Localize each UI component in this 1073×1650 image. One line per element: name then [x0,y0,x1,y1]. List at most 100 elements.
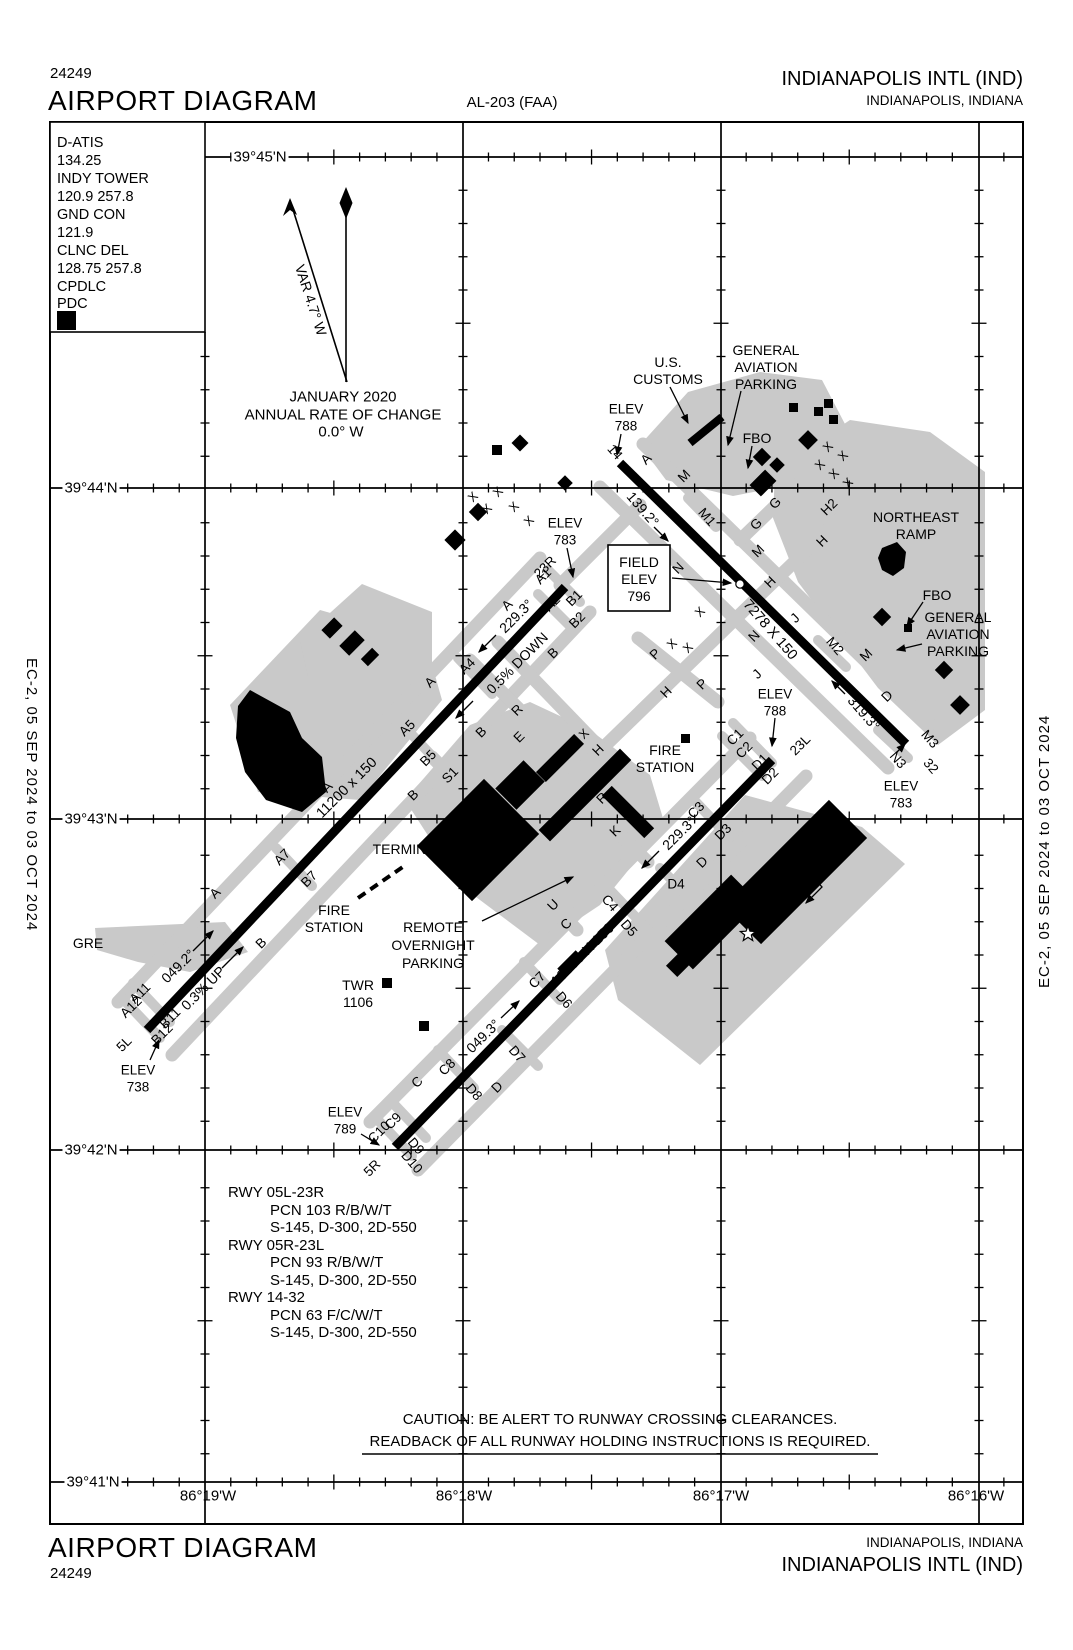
cargo-building [664,874,760,970]
facility-label: GENERAL [925,609,992,625]
taxiway-H2 [805,478,859,529]
runway-id: 14 [604,441,625,463]
taxiway-C [363,731,757,1129]
pavement-bar [687,413,725,447]
northwest-apron [300,584,432,702]
latitude-label: 39°45'N [233,149,286,166]
taxiway-S1 [425,750,475,800]
pdc-symbol: D [61,313,71,329]
latitude-label: 39°44'N [64,480,117,497]
runway-data-line: RWY 14-32 [228,1289,305,1306]
facility-label: PARKING [402,955,464,971]
taxiway-N [593,480,895,775]
closed-taxiway-mark: X [521,513,537,529]
latitude-label: 39°41'N [66,1474,119,1491]
facility-label: PARKING [927,643,989,659]
facility-label: CUSTOMS [633,371,703,387]
elevation-label: ELEV [884,779,919,794]
runway-data-line: S-145, D-300, 2D-550 [270,1272,417,1289]
field-elevation-box: FIELD ELEV 796 [607,544,745,612]
caution-note: CAUTION: BE ALERT TO RUNWAY CROSSING CLE… [362,1411,878,1455]
runway-id: 23L [787,731,814,758]
field-elev-point [735,579,745,589]
runway-14-32 [616,459,910,748]
facility-label: FBO [923,587,952,603]
variation-rate-label: ANNUAL RATE OF CHANGE [245,407,442,424]
runway-data-line: S-145, D-300, 2D-550 [270,1324,417,1341]
facility-label: FIRE [649,742,681,758]
closed-taxiway-mark: X [465,489,481,505]
elevation-label: ELEV [609,402,644,417]
runway-data-line: PCN 93 R/B/W/T [270,1254,383,1271]
comm-line: 134.25 [57,153,101,169]
runway-5r-23l [391,756,776,1151]
terminal-pier [535,733,585,783]
variation-rate-value: 0.0° W [318,424,364,441]
runway-data-line: RWY 05L-23R [228,1184,324,1201]
label-mask [231,147,289,167]
tower-symbol [382,978,392,988]
comm-line: CPDLC [57,279,106,295]
airport-name: INDIANAPOLIS INTL (IND) [781,68,1023,90]
comm-line: 121.9 [57,225,93,241]
airport-name-footer: INDIANAPOLIS INTL (IND) [781,1554,1023,1576]
facility-label: STATION [305,919,364,935]
facility-label: RAMP [896,526,936,542]
taxiway-label: J [749,666,764,681]
tower-elevation: 1106 [343,994,373,1010]
facility-label: OVERNIGHT [391,937,475,953]
magnetic-north-arrow [283,198,297,216]
elevation-value: 783 [554,533,577,548]
latitude-label: 39°42'N [64,1142,117,1159]
chart-frame [49,121,1024,1525]
runway-data-line: PCN 103 R/B/W/T [270,1202,392,1219]
terminal-building [416,778,540,902]
beacon-star-icon [738,924,758,942]
facility-label: NORTHEAST [873,509,960,525]
elevation-label: ELEV [548,516,583,531]
annotation-arrows [149,386,924,1146]
elevation-value: 788 [764,704,787,719]
runway-id: 32 [920,755,941,776]
airport-city: INDIANAPOLIS, INDIANA [866,93,1023,108]
tower-label: TWR [342,977,374,993]
procedure-id: AL-203 (FAA) [467,94,558,111]
latitude-label: 39°43'N [64,811,117,828]
comm-line: GND CON [57,207,125,223]
magnetic-variation-label: VAR 4.7° W [292,262,330,338]
facility-label: TERMINAL [373,841,444,857]
taxiway-G [733,475,807,547]
elevation-label: ELEV [121,1063,156,1078]
cargo-pointer-arrow [792,854,823,904]
runway-data-line: S-145, D-300, 2D-550 [270,1219,417,1236]
facility-label: FIRE [318,902,350,918]
elevation-label: ELEV [758,687,793,702]
comm-line: 120.9 257.8 [57,189,134,205]
chart-number: 24249 [50,65,92,82]
edition-date-right: EC-2, 05 SEP 2024 to 03 OCT 2024 [1036,715,1053,988]
concourse [601,785,655,839]
taxiway-label: D4 [667,877,685,892]
label-mask [64,1472,122,1492]
comm-line: INDY TOWER [57,171,149,187]
facility-label: GENERAL [733,342,800,358]
comm-line: CLNC DEL [57,243,129,259]
closed-taxiway-mark: X [506,499,522,515]
page-footer: AIRPORT DIAGRAM 24249 INDIANAPOLIS, INDI… [48,1532,1023,1582]
comm-line: 128.75 257.8 [57,261,142,277]
facility-label: STATION [636,759,695,775]
taxiway-B [165,605,597,1062]
longitude-label: 86°17'W [693,1488,750,1505]
taxiway-A [111,551,547,1009]
variation-date-label: JANUARY 2020 [289,389,396,406]
true-north-arrow [339,187,353,219]
page-header: 24249 AIRPORT DIAGRAM AL-203 (FAA) INDIA… [48,65,1023,116]
taxiway-K [581,796,655,869]
field-elev-line: ELEV [621,571,657,587]
runway-data-line: PCN 63 F/C/W/T [270,1307,383,1324]
facility-label: FBO [743,430,772,446]
label-mask [62,478,120,498]
field-elev-value: 796 [627,588,651,604]
taxiway-U [521,871,584,937]
